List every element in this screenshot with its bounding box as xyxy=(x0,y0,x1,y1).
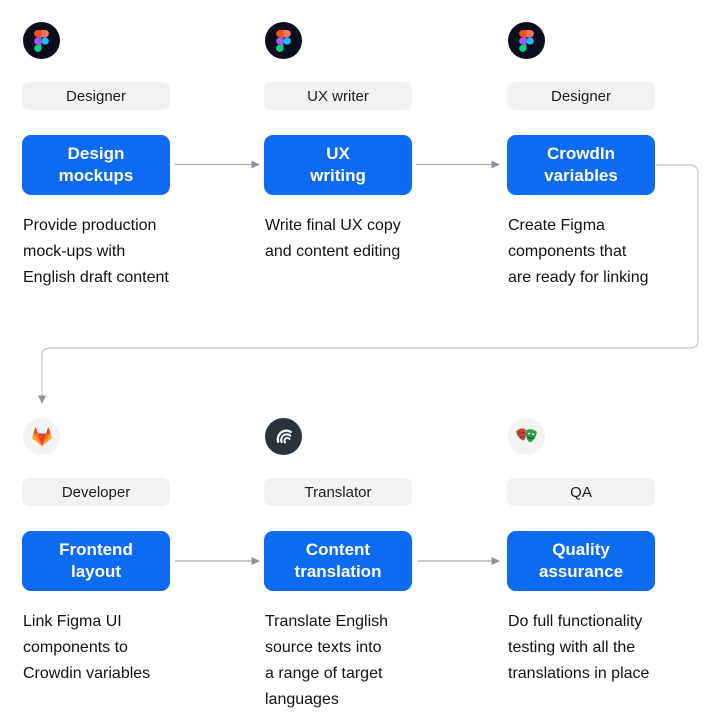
theater-masks-icon xyxy=(508,418,545,455)
node-frontend-layout[interactable]: Frontend layout xyxy=(22,531,170,591)
step-card-crowdin-variables: Designer CrowdIn variables Create Figma … xyxy=(507,22,655,332)
description-line: are ready for linking xyxy=(508,269,649,286)
action-line: layout xyxy=(70,562,122,581)
description-line: Translate English xyxy=(265,613,389,630)
description-line: Write final UX copy xyxy=(265,217,401,234)
role-badge: UX writer xyxy=(264,82,412,110)
step-description: Do full functionality testing with all t… xyxy=(508,609,692,687)
node-quality-assurance[interactable]: Quality assurance xyxy=(507,531,655,591)
description-line: languages xyxy=(265,691,339,708)
action-line: CrowdIn xyxy=(547,144,615,163)
figma-icon xyxy=(508,22,545,59)
connector-crowdin-to-frontend xyxy=(38,164,699,405)
action-line: Content xyxy=(305,540,371,559)
figma-icon xyxy=(23,22,60,59)
role-label: Developer xyxy=(61,483,131,501)
role-label: Designer xyxy=(550,87,612,105)
action-line: translation xyxy=(294,562,382,581)
role-badge: Designer xyxy=(507,82,655,110)
step-card-design-mockups: Designer Design mockups Provide producti… xyxy=(22,22,170,332)
step-card-content-translation: Translator Content translation Translate… xyxy=(264,418,412,728)
node-crowdin-variables[interactable]: CrowdIn variables xyxy=(507,135,655,195)
action-line: Design xyxy=(67,144,125,163)
action-line: assurance xyxy=(538,562,624,581)
gitlab-icon xyxy=(23,418,60,455)
description-line: Crowdin variables xyxy=(23,665,151,682)
step-description: Create Figma components that are ready f… xyxy=(508,213,692,291)
action-line: UX xyxy=(326,144,350,163)
step-card-frontend-layout: Developer Frontend layout Link Figma UI … xyxy=(22,418,170,728)
step-description: Translate English source texts into a ra… xyxy=(265,609,449,713)
description-line: source texts into xyxy=(265,639,382,656)
role-label: UX writer xyxy=(307,87,369,105)
description-line: Create Figma xyxy=(508,217,605,234)
action-line: Quality xyxy=(552,540,610,559)
node-content-translation[interactable]: Content translation xyxy=(264,531,412,591)
node-design-mockups[interactable]: Design mockups xyxy=(22,135,170,195)
role-label: Translator xyxy=(304,483,372,501)
role-badge: Designer xyxy=(22,82,170,110)
description-line: Do full functionality xyxy=(508,613,643,630)
description-line: Link Figma UI xyxy=(23,613,122,630)
role-badge: QA xyxy=(507,478,655,506)
step-description: Link Figma UI components to Crowdin vari… xyxy=(23,609,207,687)
node-ux-writing[interactable]: UX writing xyxy=(264,135,412,195)
role-badge: Developer xyxy=(22,478,170,506)
description-line: translations in place xyxy=(508,665,650,682)
description-line: Provide production xyxy=(23,217,157,234)
figma-icon xyxy=(265,22,302,59)
description-line: and content editing xyxy=(265,243,401,260)
description-line: a range of target xyxy=(265,665,383,682)
description-line: testing with all the xyxy=(508,639,636,656)
role-label: Designer xyxy=(65,87,127,105)
step-description: Provide production mock-ups with English… xyxy=(23,213,207,291)
step-description: Write final UX copy and content editing xyxy=(265,213,449,265)
description-line: components to xyxy=(23,639,128,656)
crowdin-icon xyxy=(265,418,302,455)
description-line: mock-ups with xyxy=(23,243,126,260)
action-line: variables xyxy=(544,166,618,185)
role-badge: Translator xyxy=(264,478,412,506)
step-card-ux-writing: UX writer UX writing Write final UX copy… xyxy=(264,22,412,332)
description-line: components that xyxy=(508,243,627,260)
action-line: writing xyxy=(310,166,366,185)
action-line: mockups xyxy=(58,166,134,185)
role-label: QA xyxy=(570,483,592,501)
step-card-quality-assurance: QA Quality assurance Do full functionali… xyxy=(507,418,655,728)
description-line: English draft content xyxy=(23,269,169,286)
action-line: Frontend xyxy=(59,540,133,559)
